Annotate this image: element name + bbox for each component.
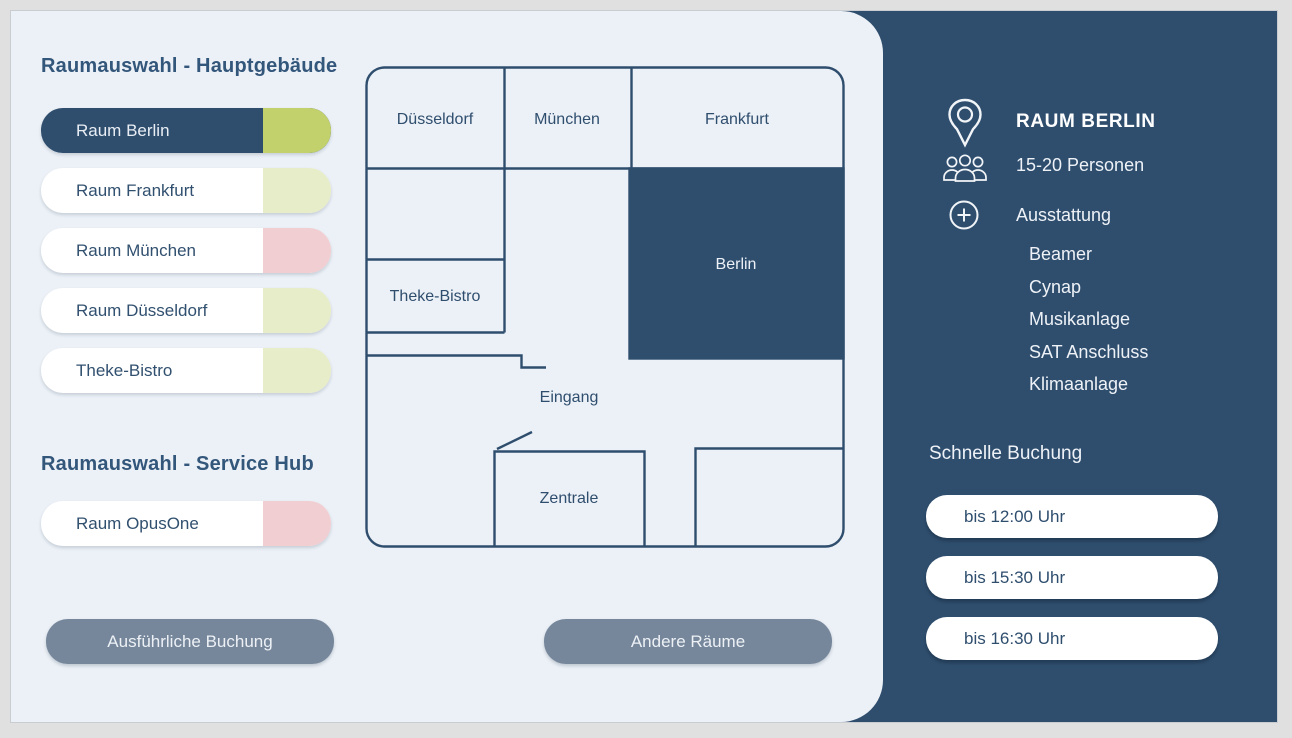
equipment-heading: Ausstattung: [1016, 205, 1112, 225]
quick-booking-button-bis-15-30-uhr[interactable]: bis 15:30 Uhr: [926, 556, 1218, 599]
room-list-service-hub: Raum OpusOne: [41, 501, 331, 561]
room-button-raum-münchen[interactable]: Raum München: [41, 228, 331, 273]
quick-booking-list: bis 12:00 Uhr bis 15:30 Uhr bis 16:30 Uhr: [926, 495, 1218, 678]
floorplan-label-berlin[interactable]: Berlin: [716, 256, 757, 273]
room-button-label: Raum Düsseldorf: [76, 300, 208, 320]
quick-booking-button-bis-12-00-uhr[interactable]: bis 12:00 Uhr: [926, 495, 1218, 538]
equipment-item: Musikanlage: [1029, 309, 1131, 329]
room-button-raum-berlin[interactable]: Raum Berlin: [41, 108, 331, 153]
equipment-item: Klimaanlage: [1029, 374, 1129, 394]
heading-service-hub: Raumauswahl - Service Hub: [41, 453, 314, 475]
floorplan-label-frankfurt[interactable]: Frankfurt: [705, 111, 770, 128]
plus-circle-icon: [949, 200, 979, 230]
room-availability-indicator: [263, 108, 331, 153]
room-availability-indicator: [263, 228, 331, 273]
floorplan-label-muenchen[interactable]: München: [534, 111, 600, 128]
room-availability-indicator: [263, 168, 331, 213]
room-button-label: Raum Frankfurt: [76, 180, 195, 200]
quick-booking-button-bis-16-30-uhr[interactable]: bis 16:30 Uhr: [926, 617, 1218, 660]
room-button-label: Raum München: [76, 240, 197, 260]
room-button-label: Raum OpusOne: [76, 513, 199, 533]
room-availability-indicator: [263, 348, 331, 393]
selected-room-title: RAUM BERLIN: [1016, 111, 1156, 132]
door-swing-line: [496, 430, 533, 451]
app-window: RAUM BERLIN 15-20 Personen Ausstattung B…: [10, 10, 1278, 723]
floorplan-label-theke-bistro[interactable]: Theke-Bistro: [390, 288, 481, 305]
room-button-label: Theke-Bistro: [76, 360, 173, 380]
room-button-raum-frankfurt[interactable]: Raum Frankfurt: [41, 168, 331, 213]
room-button-raum-opusone[interactable]: Raum OpusOne: [41, 501, 331, 546]
other-rooms-button[interactable]: Andere Räume: [544, 619, 832, 664]
room-button-theke-bistro[interactable]: Theke-Bistro: [41, 348, 331, 393]
detailed-booking-button[interactable]: Ausführliche Buchung: [46, 619, 334, 664]
equipment-item: Cynap: [1029, 276, 1082, 297]
room-capacity: 15-20 Personen: [1016, 155, 1145, 175]
location-pin-icon: [948, 98, 982, 148]
room-availability-indicator: [263, 288, 331, 333]
floorplan-room-berlin-highlight[interactable]: [628, 167, 845, 360]
equipment-item: SAT Anschluss: [1029, 341, 1149, 362]
floorplan-label-duesseldorf[interactable]: Düsseldorf: [397, 111, 474, 128]
floorplan-label-eingang: Eingang: [540, 389, 599, 406]
heading-hauptgebaeude: Raumauswahl - Hauptgebäude: [41, 55, 338, 77]
room-availability-indicator: [263, 501, 331, 546]
floor-plan: Düsseldorf München Frankfurt Berlin Thek…: [365, 66, 845, 548]
room-button-label: Raum Berlin: [76, 120, 170, 140]
room-button-raum-düsseldorf[interactable]: Raum Düsseldorf: [41, 288, 331, 333]
quick-booking-heading: Schnelle Buchung: [929, 443, 1083, 464]
people-group-icon: [943, 154, 987, 182]
equipment-item: Beamer: [1029, 244, 1093, 264]
floorplan-label-zentrale: Zentrale: [540, 490, 599, 507]
